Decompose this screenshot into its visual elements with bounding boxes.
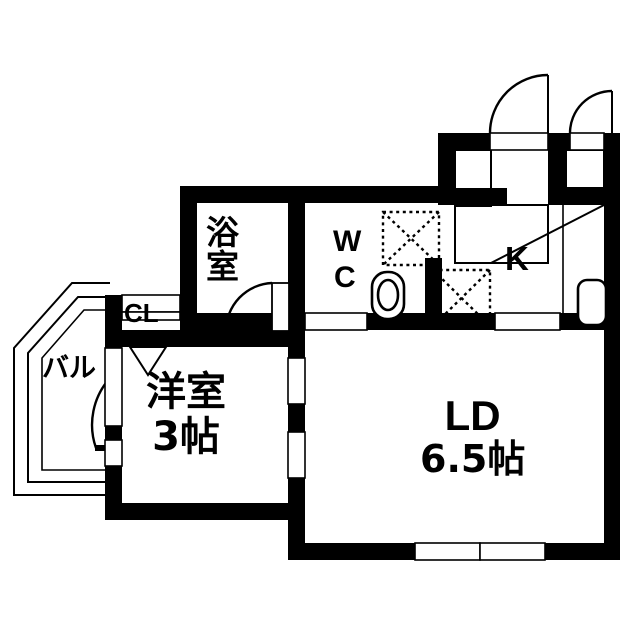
room-label-western-room-line1: 洋室 [146, 369, 226, 415]
room-label-living-dining: LD 6.5帖 [420, 392, 526, 481]
room-label-closet: CL [124, 298, 159, 328]
room-label-bathroom-line1: 浴 [206, 213, 239, 252]
room-label-kitchen: K [505, 240, 529, 277]
bathroom-door [224, 281, 290, 332]
room-label-bathroom: 浴 室 [206, 216, 239, 283]
entrance-area [454, 149, 605, 264]
room-label-western-room: 洋室 3帖 [146, 372, 226, 458]
room-label-western-room-line2: 3帖 [152, 413, 220, 460]
room-label-bathroom-line2: 室 [206, 246, 239, 286]
washing-machine-space [381, 210, 441, 267]
room-label-living-dining-line1: LD [444, 392, 501, 439]
room-label-balcony: バル [42, 353, 96, 384]
structural-walls [105, 133, 620, 560]
refrigerator-space [431, 268, 492, 328]
toilet-fixture [370, 270, 406, 321]
room-label-wc-w: W [333, 225, 362, 258]
kitchen-sink [562, 205, 608, 327]
room-label-wc-c: C [334, 261, 356, 294]
room-label-living-dining-line2: 6.5帖 [420, 436, 526, 481]
entry-doors [488, 73, 613, 151]
openings [104, 294, 561, 561]
balcony-outline [13, 282, 111, 496]
